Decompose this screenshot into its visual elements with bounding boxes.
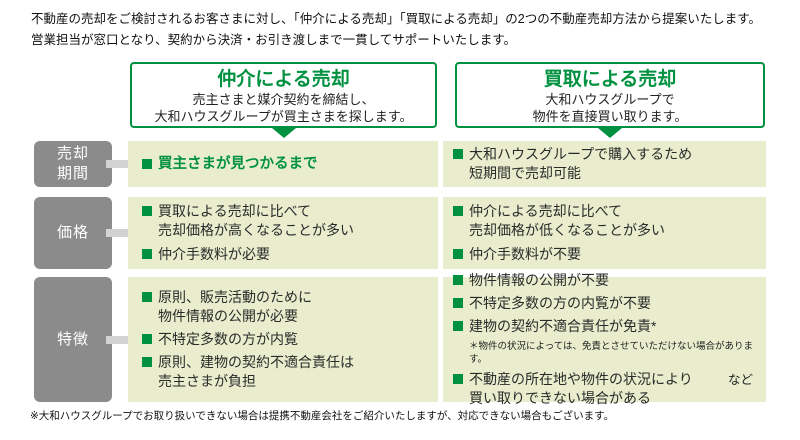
row-band: 買取による売却に比べて 売却価格が高くなることが多い 仲介手数料が必要: [128, 197, 766, 269]
bullet-square-icon: [142, 158, 152, 169]
feature-item-text: 仲介による売却に比べて 売却価格が低くなることが多い: [469, 203, 665, 238]
method-title-purchase: 買取による売却: [543, 69, 677, 90]
feature-item: 原則、販売活動のために 物件情報の公開が必要: [142, 288, 432, 326]
row-band: 原則、販売活動のために 物件情報の公開が必要 不特定多数の方が内覧 原則、建物の…: [128, 272, 766, 406]
intro-line-1: 不動産の売却をご検討されるお客さまに対し、「仲介による売却」「買取による売却」の…: [31, 12, 761, 26]
cell-brokerage-features: 原則、販売活動のために 物件情報の公開が必要 不特定多数の方が内覧 原則、建物の…: [128, 277, 438, 402]
cell-brokerage-price: 買取による売却に比べて 売却価格が高くなることが多い 仲介手数料が必要: [128, 197, 438, 269]
row-label-line: 期間: [56, 165, 89, 182]
row-label-line: 特徴: [56, 330, 89, 348]
connector-line: [106, 160, 134, 168]
column-divider: [438, 197, 443, 269]
connector-line: [106, 229, 134, 237]
feature-item-text: 物件情報の公開が不要: [469, 272, 609, 288]
feature-item: 仲介手数料が必要: [142, 245, 432, 264]
feature-item: 不動産の所在地や物件の状況により 買い取りできない場合がある: [453, 370, 760, 408]
footnote-text: ※大和ハウスグループでお取り扱いできない場合は提携不動産会社をご紹介いたしますが…: [30, 410, 615, 422]
feature-item-text: 大和ハウスグループで購入するため 短期間で売却可能: [469, 146, 693, 181]
intro-line-2: 営業担当が窓口となり、契約から決済・お引き渡しまで一貫してサポートいたします。: [31, 33, 517, 47]
method-desc-line: 大和ハウスグループで: [545, 92, 675, 107]
feature-item-text: 原則、販売活動のために 物件情報の公開が必要: [158, 289, 312, 324]
method-desc-brokerage: 売主さまと媒介契約を締結し、 大和ハウスグループが買主さまを探します。: [132, 92, 435, 125]
row-price: 価格 買取による売却に比べて 売却価格が高くなることが多い 仲介手数料が必要: [0, 197, 800, 269]
bullet-square-icon: [142, 292, 152, 302]
fineprint-note: ＊物件の状況によっては、免責とさせていただけない場合があります。: [469, 341, 754, 365]
feature-item-text: 買主さまが見つかるまで: [158, 155, 318, 172]
cell-brokerage-period: 買主さまが見つかるまで: [128, 141, 438, 187]
row-label-selling-period: 売却 期間: [34, 141, 112, 187]
row-features: 特徴 原則、販売活動のために 物件情報の公開が必要 不特定多数の方が内覧: [0, 272, 800, 406]
feature-item: 不特定多数の方が内覧: [142, 330, 432, 349]
bullet-square-icon: [453, 206, 463, 216]
feature-item-text: 原則、建物の契約不適合責任は 売主さまが負担: [158, 354, 354, 389]
bullet-square-icon: [142, 357, 152, 367]
down-arrow-icon: [272, 128, 296, 138]
bullet-square-icon: [453, 374, 463, 384]
bullet-square-icon: [453, 298, 463, 308]
connector-line: [106, 335, 134, 344]
method-title-brokerage: 仲介による売却: [217, 69, 350, 90]
row-label-price: 価格: [34, 197, 112, 269]
column-divider: [438, 141, 443, 187]
cell-purchase-period: 大和ハウスグループで購入するため 短期間で売却可能: [443, 141, 766, 187]
feature-item-text: 買取による売却に比べて 売却価格が高くなることが多い: [158, 203, 354, 238]
feature-item: 原則、建物の契約不適合責任は 売主さまが負担: [142, 353, 432, 391]
row-label-features: 特徴: [34, 277, 112, 402]
feature-item: 仲介による売却に比べて 売却価格が低くなることが多い: [453, 202, 760, 240]
bullet-square-icon: [453, 321, 463, 331]
feature-item: 買主さまが見つかるまで: [142, 155, 432, 174]
feature-item-text: 不動産の所在地や物件の状況により 買い取りできない場合がある: [469, 371, 693, 406]
cell-purchase-price: 仲介による売却に比べて 売却価格が低くなることが多い 仲介手数料が不要: [443, 197, 766, 269]
row-label-line: 価格: [56, 224, 89, 241]
column-divider: [438, 277, 443, 402]
down-arrow-icon: [598, 128, 622, 138]
etc-label: など: [727, 373, 753, 387]
method-box-brokerage: 仲介による売却 売主さまと媒介契約を締結し、 大和ハウスグループが買主さまを探し…: [130, 62, 437, 128]
feature-item: 仲介手数料が不要: [453, 245, 760, 264]
method-desc-line: 物件を直接買い取ります。: [532, 108, 688, 124]
feature-item-text: 不特定多数の方が内覧: [158, 331, 298, 347]
feature-item-text: 建物の契約不適合責任が免責*: [469, 318, 657, 334]
intro-text: 不動産の売却をご検討されるお客さまに対し、「仲介による売却」「買取による売却」の…: [31, 9, 761, 51]
feature-item: 買取による売却に比べて 売却価格が高くなることが多い: [142, 202, 432, 240]
row-selling-period: 売却 期間 買主さまが見つかるまで 大和ハウスグループで購入する: [0, 141, 800, 187]
feature-item: 大和ハウスグループで購入するため 短期間で売却可能: [453, 145, 760, 183]
feature-item: 建物の契約不適合責任が免責*: [453, 317, 760, 336]
feature-item-text: 不特定多数の方の内覧が不要: [469, 295, 651, 311]
row-band: 買主さまが見つかるまで 大和ハウスグループで購入するため 短期間で売却可能: [128, 141, 766, 187]
cell-purchase-features: 物件情報の公開が不要 不特定多数の方の内覧が不要 建物の契約不適合責任が免責*: [443, 272, 766, 406]
feature-item-text: 仲介手数料が必要: [158, 246, 270, 262]
bullet-square-icon: [142, 334, 152, 344]
bullet-square-icon: [142, 249, 152, 259]
method-box-purchase: 買取による売却 大和ハウスグループで 物件を直接買い取ります。: [455, 62, 765, 128]
bullet-square-icon: [453, 249, 463, 259]
row-label-line: 売却: [56, 145, 89, 162]
bullet-square-icon: [453, 149, 463, 159]
bullet-square-icon: [142, 206, 152, 216]
feature-item: 物件情報の公開が不要: [453, 271, 760, 290]
method-desc-purchase: 大和ハウスグループで 物件を直接買い取ります。: [457, 92, 763, 125]
feature-item: 不特定多数の方の内覧が不要: [453, 294, 760, 313]
method-desc-line: 売主さまと媒介契約を締結し、: [192, 92, 375, 107]
feature-item-text: 仲介手数料が不要: [469, 246, 581, 262]
method-desc-line: 大和ハウスグループが買主さまを探します。: [154, 108, 413, 124]
bullet-square-icon: [453, 275, 463, 285]
